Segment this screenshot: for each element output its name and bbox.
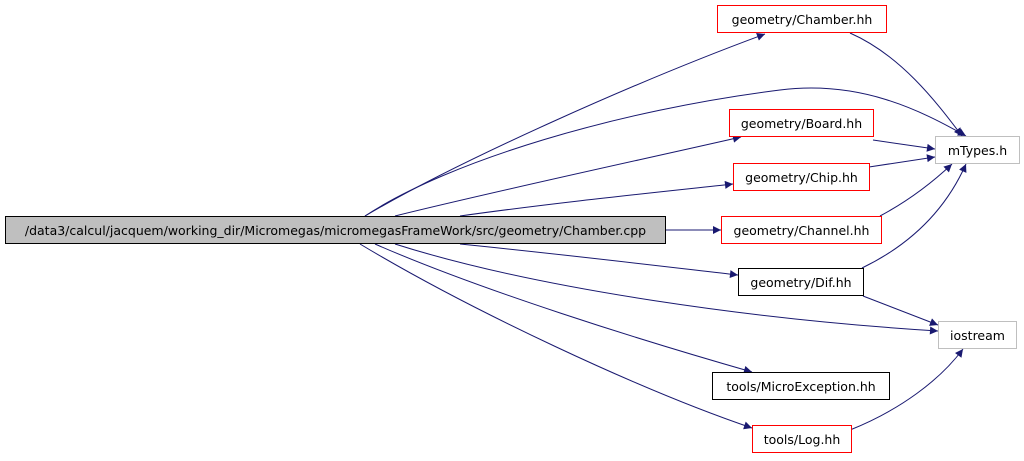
- node-iostream: iostream: [938, 321, 1017, 349]
- edge-dif-iostream: [862, 295, 939, 326]
- edge-root-microexception: [374, 243, 753, 374]
- edge-chip-mtypes: [868, 154, 936, 168]
- edge-dif-mtypes: [861, 163, 967, 269]
- node-root-file[interactable]: /data3/calcul/jacquem/working_dir/Microm…: [5, 216, 666, 244]
- edge-root-chamber-hh: [364, 33, 766, 217]
- node-mtypes: mTypes.h: [935, 136, 1020, 164]
- node-dif[interactable]: geometry/Dif.hh: [738, 268, 864, 296]
- edge-root-board: [394, 134, 742, 217]
- node-channel[interactable]: geometry/Channel.hh: [721, 216, 882, 244]
- edge-channel-mtypes: [879, 163, 953, 217]
- edge-root-log: [359, 243, 753, 430]
- edge-root-dif: [459, 243, 739, 279]
- node-chamber-hh[interactable]: geometry/Chamber.hh: [717, 5, 887, 33]
- node-log[interactable]: tools/Log.hh: [752, 425, 852, 453]
- edge-root-iostream: [394, 243, 939, 335]
- node-microexception[interactable]: tools/MicroException.hh: [712, 372, 890, 400]
- node-chip[interactable]: geometry/Chip.hh: [733, 163, 870, 191]
- edge-chamber-hh-mtypes: [849, 32, 963, 137]
- edge-root-mtypes: [364, 87, 967, 217]
- edge-root-chip: [459, 180, 734, 217]
- edge-board-mtypes: [872, 139, 936, 152]
- edge-log-iostream: [849, 348, 964, 431]
- node-board[interactable]: geometry/Board.hh: [729, 109, 874, 137]
